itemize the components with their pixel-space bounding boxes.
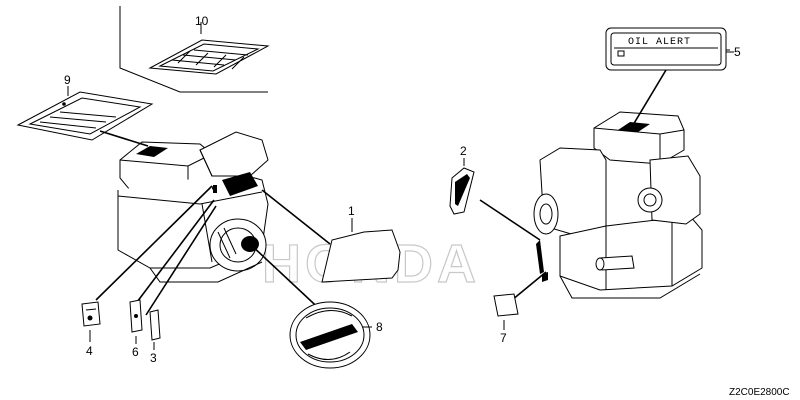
- callout-4: 4: [86, 344, 93, 358]
- oil-alert-label-5: OIL ALERT: [605, 27, 730, 71]
- callout-9: 9: [64, 73, 71, 87]
- oil-alert-text: OIL ALERT: [628, 37, 691, 48]
- right-engine: [533, 111, 703, 299]
- diagram-code: Z2C0E2800C: [729, 387, 790, 398]
- callout-ticks: [67, 22, 734, 350]
- label-9: [16, 91, 154, 141]
- callout-2: 2: [460, 144, 467, 158]
- left-engine: [117, 131, 269, 283]
- label-4: [81, 301, 101, 327]
- callout-7: 7: [500, 331, 507, 345]
- callout-8: 8: [376, 320, 383, 334]
- label-6: [129, 299, 143, 333]
- emblem-8: [289, 301, 372, 369]
- group-outline: [119, 6, 268, 93]
- label-10: [148, 39, 270, 75]
- callout-5: 5: [734, 45, 741, 59]
- right-leader-lines: [479, 69, 667, 301]
- label-7: [493, 293, 519, 317]
- label-3: [149, 309, 161, 341]
- callout-3: 3: [150, 351, 157, 365]
- label-2: [449, 167, 475, 215]
- label-1: [321, 229, 401, 283]
- callout-1: 1: [348, 204, 355, 218]
- callout-6: 6: [132, 345, 139, 359]
- callout-10: 10: [195, 14, 209, 28]
